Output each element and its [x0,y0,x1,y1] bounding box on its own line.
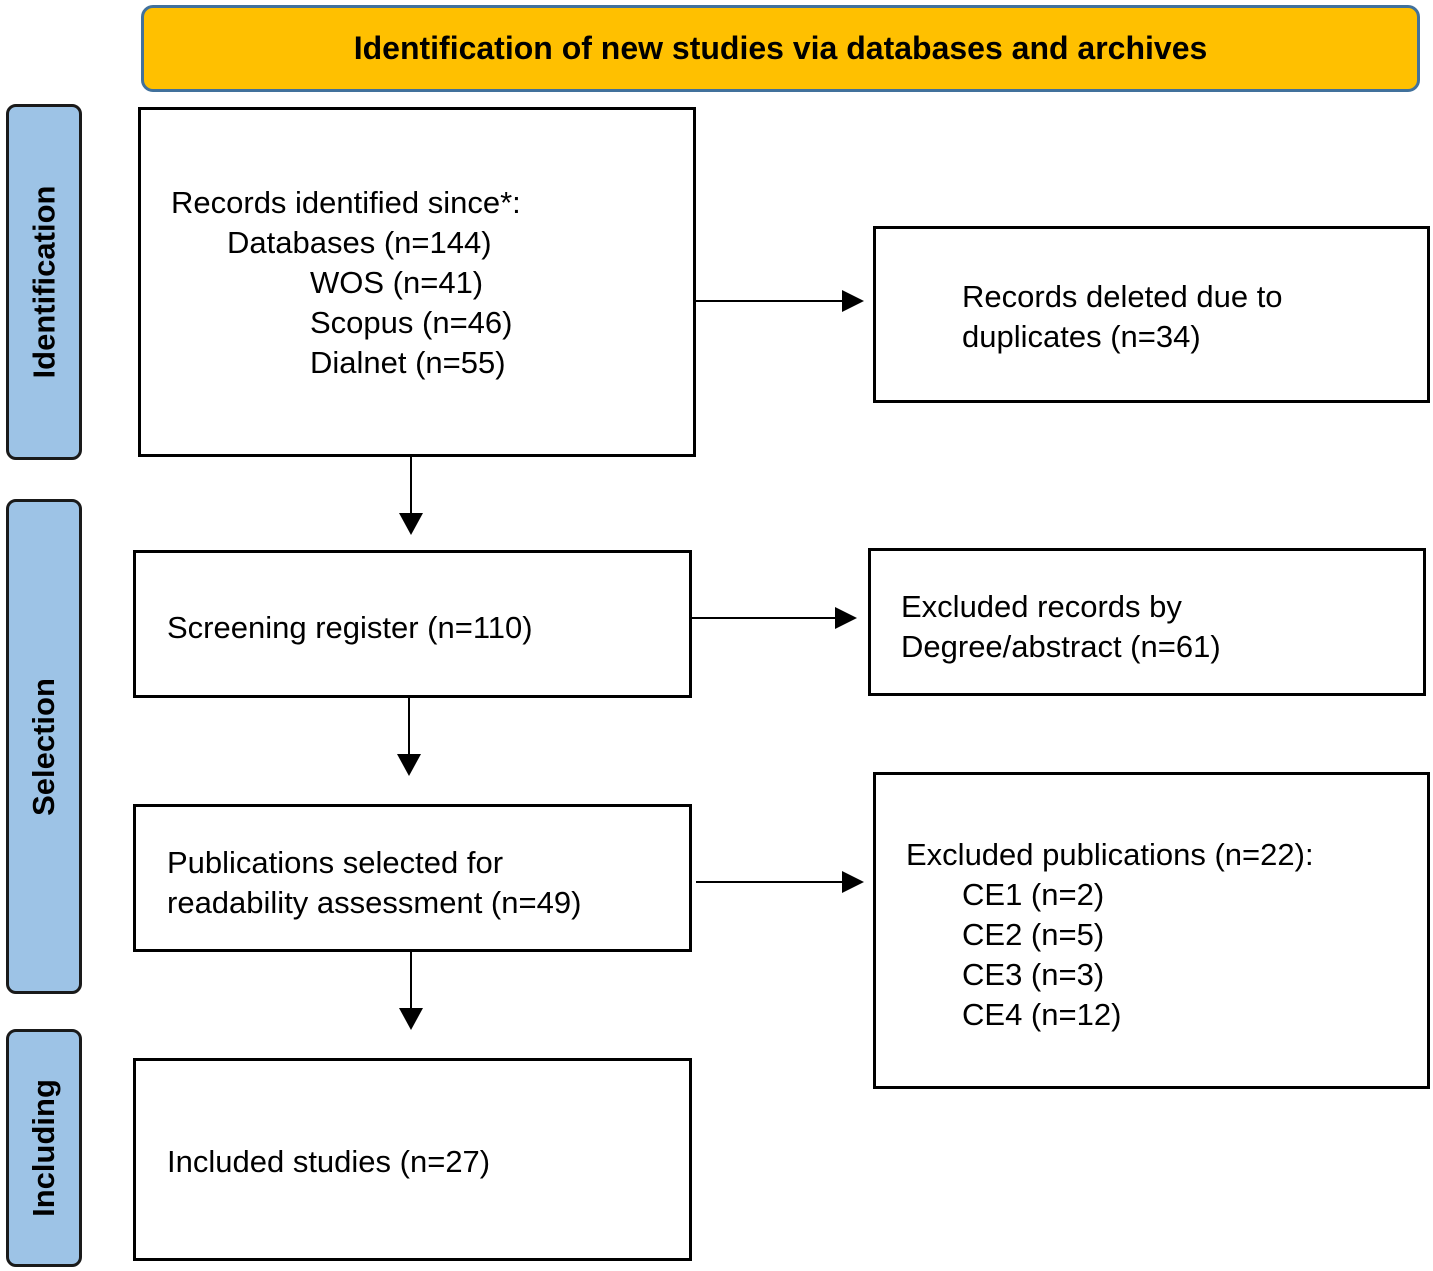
records-identified-heading: Records identified since*: [171,185,521,220]
publications-selected-box: Publications selected for readability as… [133,804,692,952]
source-wos: WOS (n=41) [310,265,484,300]
phase-identification: Identification [6,104,82,460]
excluded-records-line-1: Excluded records by [901,589,1182,624]
excluded-records-box: Excluded records by Degree/abstract (n=6… [868,548,1426,696]
header-banner: Identification of new studies via databa… [141,5,1420,92]
records-deleted-line-2: duplicates (n=34) [962,319,1201,354]
arrow-head-identified-to-screening [399,513,423,535]
arrow-head-screening-to-selected [397,754,421,776]
phase-selection: Selection [6,499,82,994]
publications-selected-line-2: readability assessment (n=49) [167,885,582,920]
included-studies-text: Included studies (n=27) [167,1144,491,1179]
included-studies-box: Included studies (n=27) [133,1058,692,1261]
records-identified-box: Records identified since*: Databases (n=… [138,107,696,457]
exclusion-criterion-ce4: CE4 (n=12) [962,997,1122,1032]
arrow-head-selected-to-included [399,1008,423,1030]
arrow-head-selected-to-excluded [842,871,864,893]
exclusion-criterion-ce1: CE1 (n=2) [962,877,1105,912]
phase-including: Including [6,1029,82,1267]
excluded-publications-box: Excluded publications (n=22): CE1 (n=2) … [873,772,1430,1089]
databases-count: Databases (n=144) [227,225,492,260]
exclusion-criterion-ce3: CE3 (n=3) [962,957,1105,992]
excluded-publications-heading: Excluded publications (n=22): [906,837,1314,872]
exclusion-criterion-ce2: CE2 (n=5) [962,917,1105,952]
source-scopus: Scopus (n=46) [310,305,513,340]
publications-selected-line-1: Publications selected for [167,845,504,880]
excluded-records-line-2: Degree/abstract (n=61) [901,629,1221,664]
screening-box: Screening register (n=110) [133,550,692,698]
source-dialnet: Dialnet (n=55) [310,345,506,380]
records-deleted-box: Records deleted due to duplicates (n=34) [873,226,1430,403]
records-deleted-line-1: Records deleted due to [962,279,1283,314]
header-title: Identification of new studies via databa… [353,30,1208,66]
arrow-head-identified-to-deleted [842,290,864,312]
screening-text: Screening register (n=110) [167,610,533,645]
arrow-head-screening-to-excluded [835,607,857,629]
